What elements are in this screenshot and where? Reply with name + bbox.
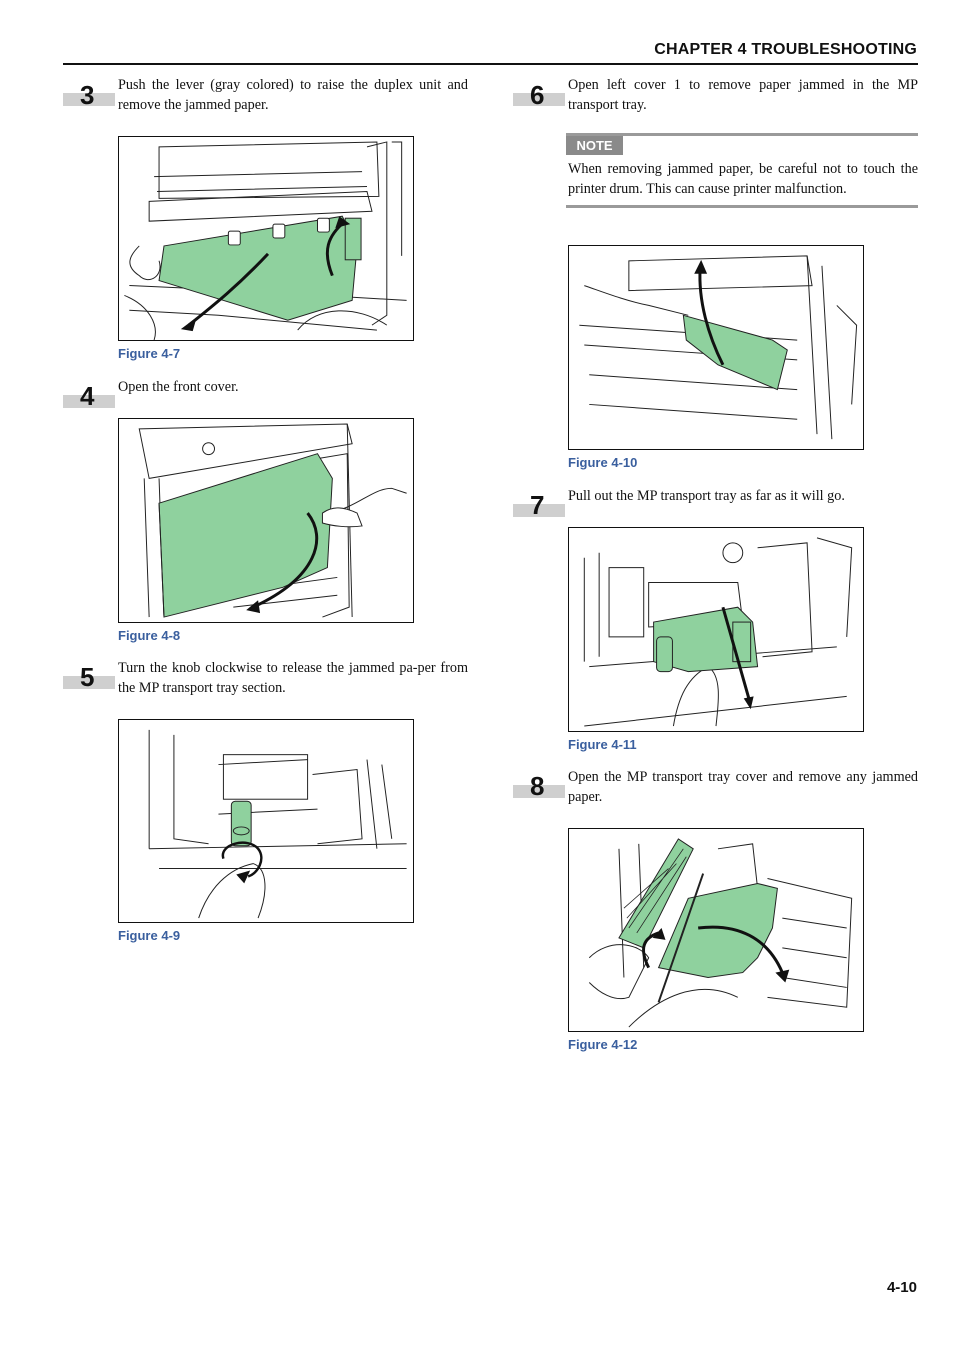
step-instruction: Pull out the MP transport tray as far as…: [568, 488, 845, 504]
step-instruction: Open the MP transport tray cover and rem…: [568, 769, 918, 805]
step-badge: [63, 395, 115, 408]
note-bottom-rule: [566, 205, 918, 208]
figure-left-cover: [568, 245, 864, 450]
figure-knob: [118, 719, 414, 923]
step-number: 7: [530, 490, 545, 520]
step-number: 3: [80, 80, 95, 110]
chapter-title: CHAPTER 4 TROUBLESHOOTING: [654, 41, 917, 58]
note-label: NOTE: [566, 136, 623, 155]
step-number: 4: [80, 381, 95, 411]
page-number: 4-10: [886, 1279, 917, 1296]
left-cover-illustration: [579, 255, 858, 440]
note-top-rule: [566, 133, 918, 136]
figure-caption: Figure 4-11: [568, 737, 637, 752]
tray-cover-illustration: [588, 838, 853, 1028]
step-instruction: Open the front cover.: [118, 379, 239, 395]
step-number: 5: [80, 662, 95, 692]
figure-front-cover: [118, 418, 414, 623]
figure-tray-cover: [568, 828, 864, 1032]
mp-tray-illustration: [583, 537, 853, 727]
figure-caption: Figure 4-7: [118, 346, 181, 361]
figure-mp-tray: [568, 527, 864, 732]
step-badge: [513, 785, 565, 798]
figure-caption: Figure 4-10: [568, 455, 638, 470]
figure-caption: Figure 4-8: [118, 628, 181, 643]
note-text: When removing jammed paper, be careful n…: [568, 161, 918, 197]
figure-caption: Figure 4-9: [118, 928, 181, 943]
step-instruction: Open left cover 1 to remove paper jammed…: [568, 77, 918, 113]
step-badge: [513, 504, 565, 517]
step-instruction: Turn the knob clockwise to release the j…: [118, 660, 468, 696]
step-number: 8: [530, 771, 545, 801]
figure-caption: Figure 4-12: [568, 1037, 638, 1052]
figure-duplex-unit: [118, 136, 414, 341]
header-rule: [63, 63, 918, 65]
front-cover-illustration: [138, 423, 407, 618]
knob-illustration: [148, 729, 407, 919]
step-number: 6: [530, 80, 545, 110]
step-badge: [513, 93, 565, 106]
step-badge: [63, 93, 115, 106]
duplex-unit-illustration: [124, 141, 407, 340]
step-instruction: Push the lever (gray colored) to raise t…: [118, 77, 468, 113]
step-badge: [63, 676, 115, 689]
